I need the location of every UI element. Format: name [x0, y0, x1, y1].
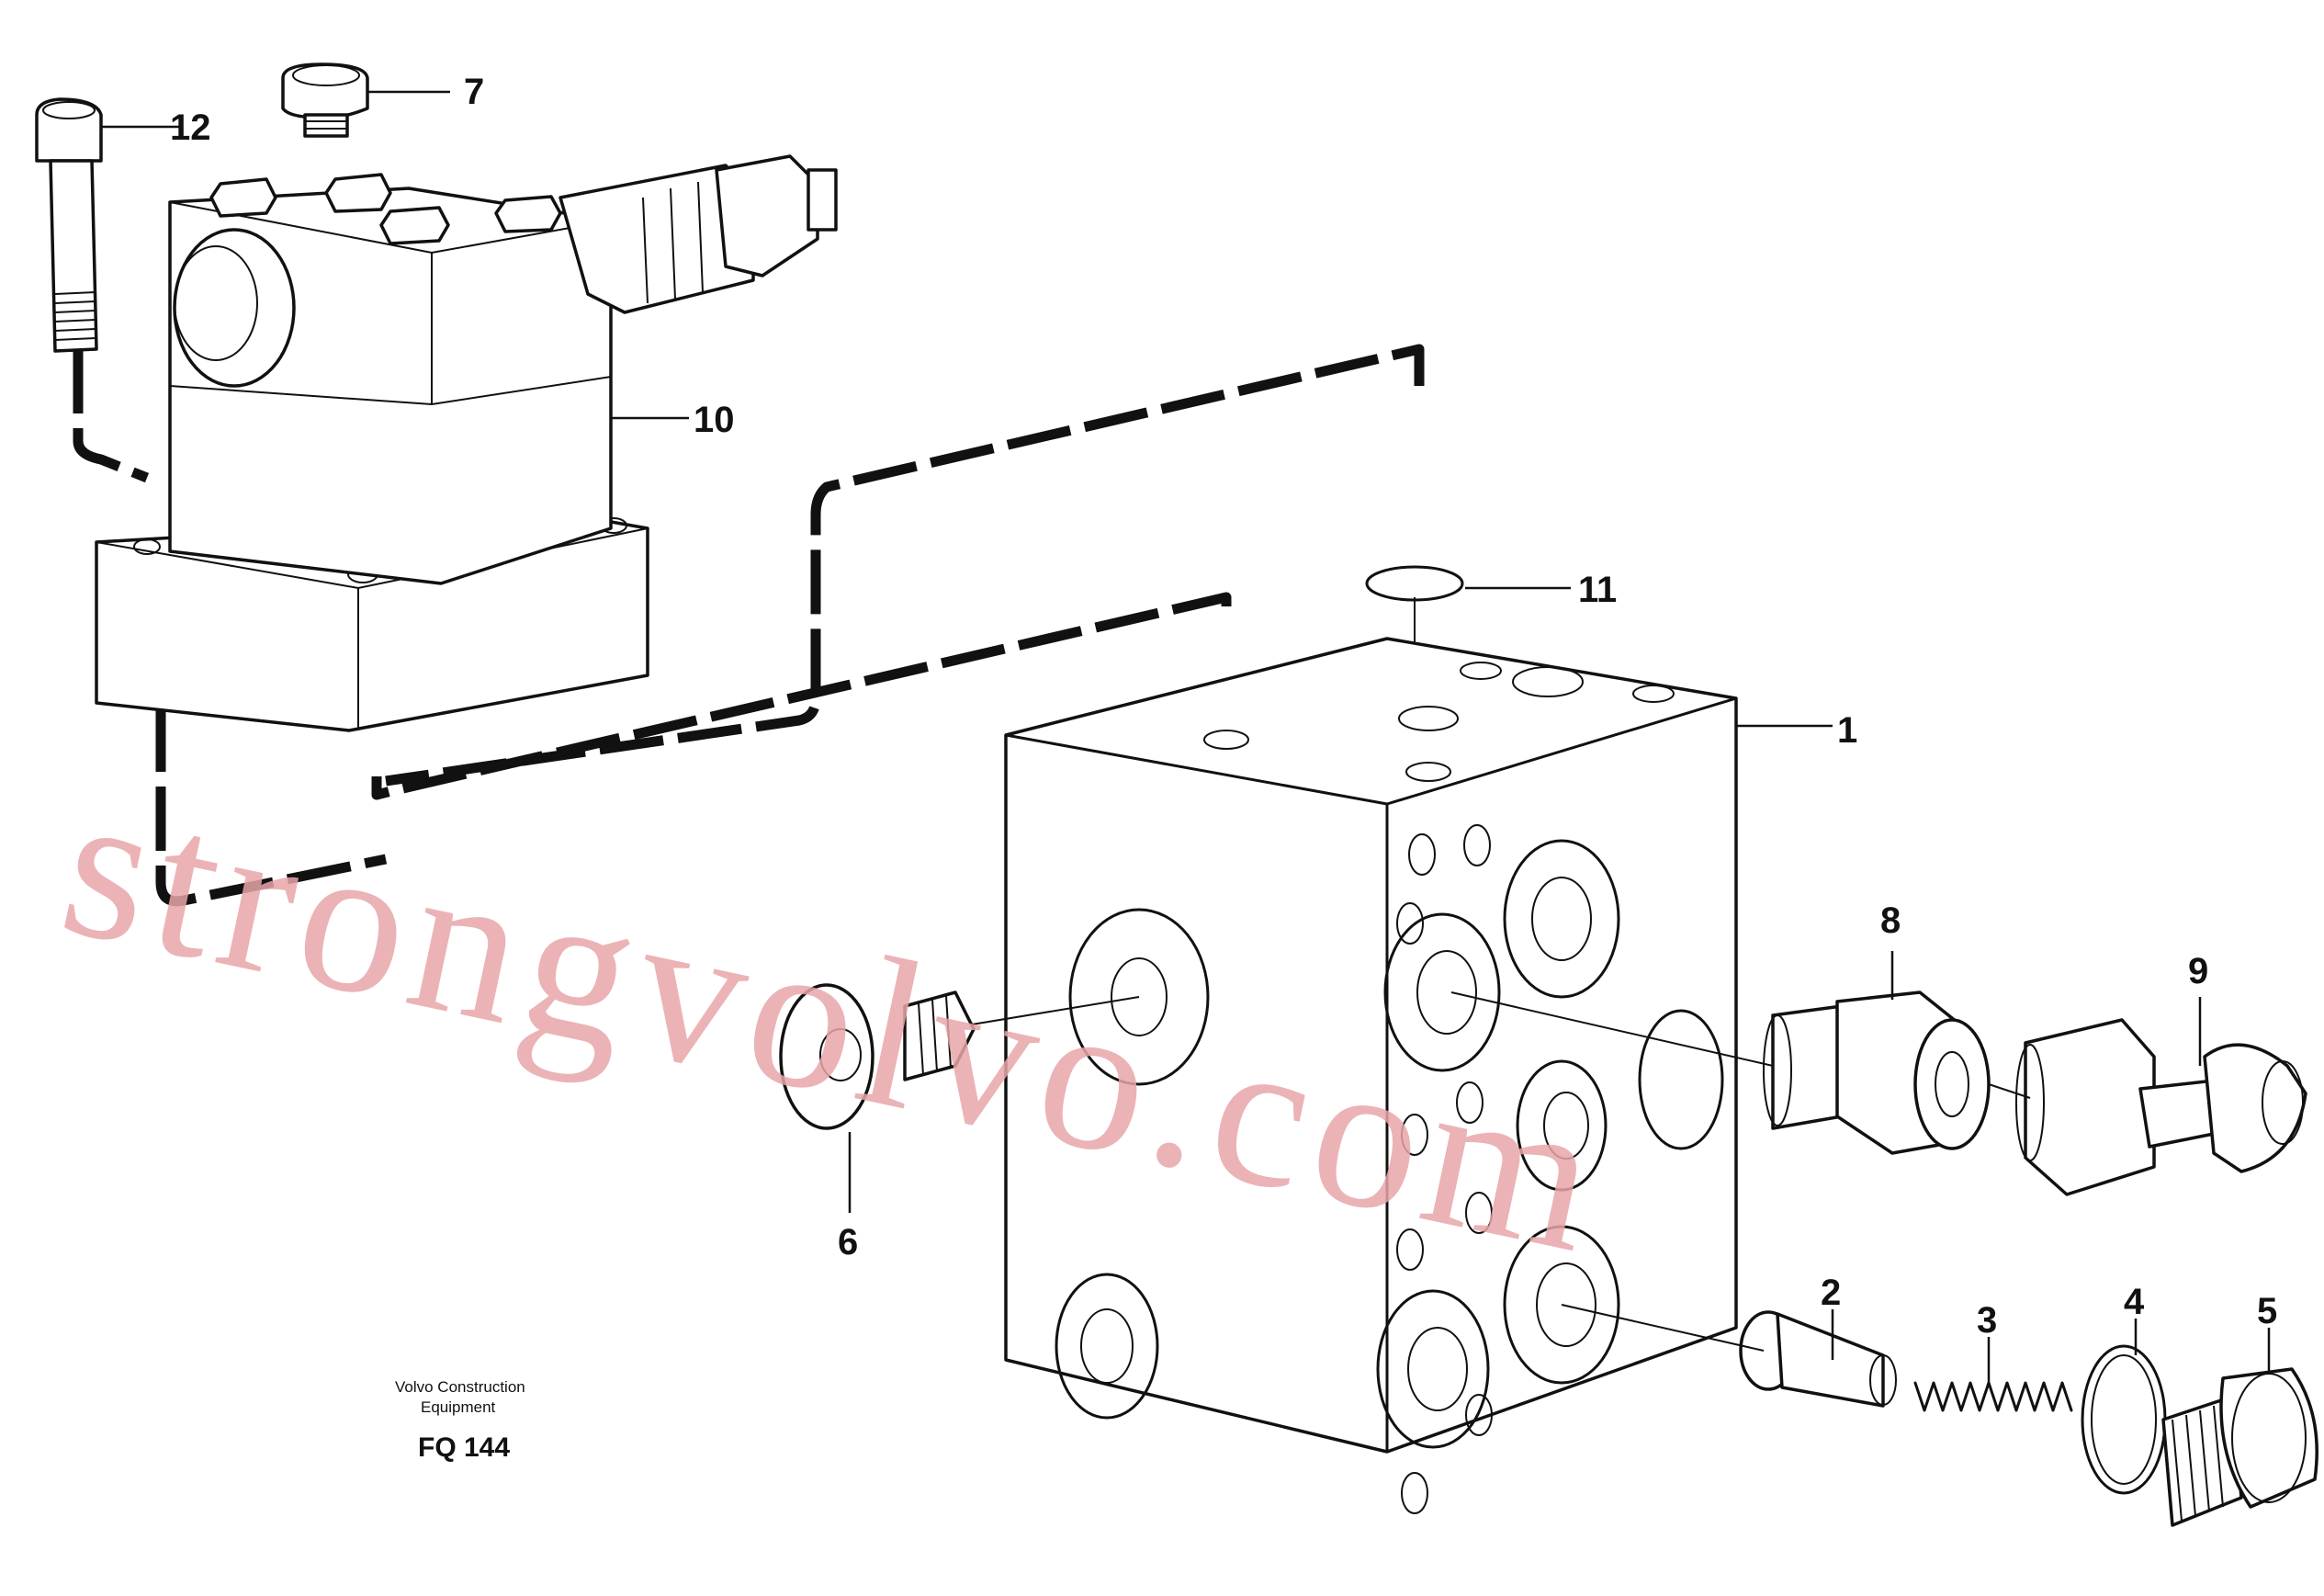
right-face-ports: [1376, 824, 1724, 1514]
part-2-piston: [1561, 1304, 1897, 1408]
part-6-plug: [779, 983, 1140, 1130]
callout-4: 4: [2124, 1282, 2145, 1322]
part-7-plug: [281, 62, 369, 138]
callout-7: 7: [464, 72, 484, 112]
callout-9: 9: [2188, 951, 2208, 991]
callout-8: 8: [1880, 900, 1901, 941]
part-10-pilot-valve: [95, 154, 838, 732]
part-9-elbow: [1988, 1018, 2307, 1196]
callout-10: 10: [694, 400, 735, 440]
part-11-o-ring: [1365, 565, 1464, 602]
part-3-spring: [1913, 1381, 2073, 1412]
caption-line-1: Volvo Construction: [395, 1378, 525, 1396]
part-1-valve-block: [1004, 637, 1738, 1514]
part-12-bolt: [35, 97, 103, 353]
callout-labels: 1 2 3 4 5 6 7 8 9 10 11 12: [170, 72, 2277, 1341]
callout-6: 6: [838, 1222, 858, 1262]
part-5-plug: [2161, 1367, 2318, 1527]
caption-block: Volvo Construction Equipment FQ 144: [395, 1378, 525, 1463]
top-bolts: [209, 173, 562, 245]
caption-line-2: Equipment: [421, 1398, 496, 1416]
callout-1: 1: [1837, 710, 1857, 751]
callout-12: 12: [170, 108, 211, 148]
callout-3: 3: [1977, 1300, 1997, 1341]
figure-code: FQ 144: [418, 1432, 510, 1463]
hose-routes: [73, 344, 1425, 907]
callout-leaders: [101, 90, 2271, 1387]
part-4-o-ring: [2081, 1344, 2167, 1495]
part-8-adapter: [1450, 990, 1991, 1155]
callout-11: 11: [1578, 570, 1617, 610]
callout-2: 2: [1821, 1273, 1841, 1313]
callout-5: 5: [2257, 1291, 2277, 1331]
